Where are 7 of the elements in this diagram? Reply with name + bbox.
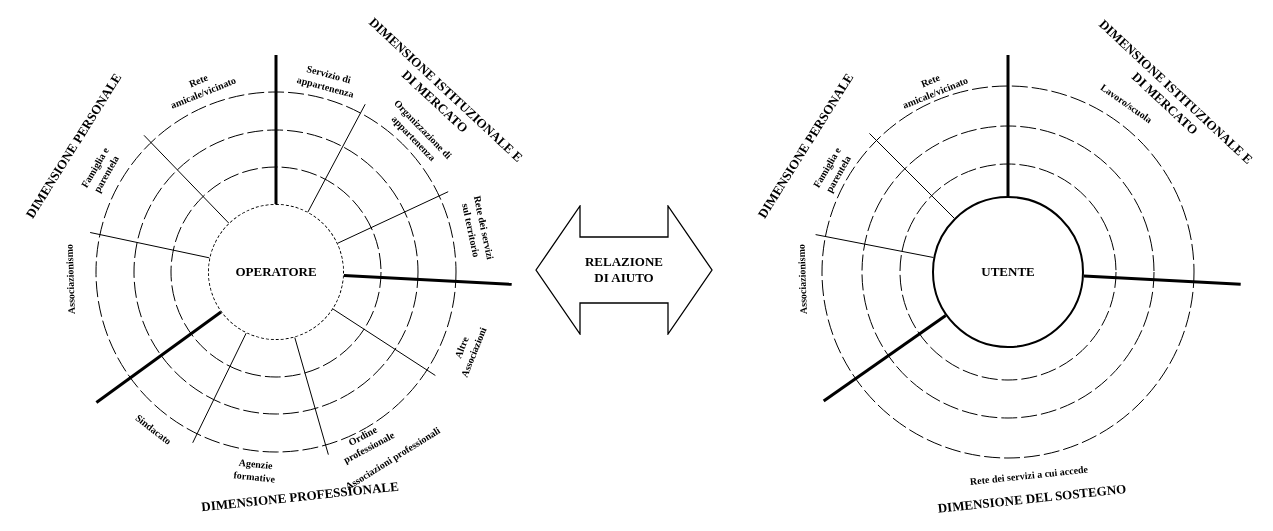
double-arrow-shape	[535, 205, 713, 335]
sector-label: Agenzie formative	[232, 455, 277, 486]
sector-label: Rete dei servizi a cui accede	[969, 463, 1089, 487]
sector-label: Rete dei servizi sul territorio	[459, 194, 497, 263]
arrow-label: RELAZIONE DI AIUTO	[584, 253, 664, 287]
sector-label: Associazionismo	[63, 243, 79, 315]
sector-label: Associazionismo	[795, 243, 811, 315]
